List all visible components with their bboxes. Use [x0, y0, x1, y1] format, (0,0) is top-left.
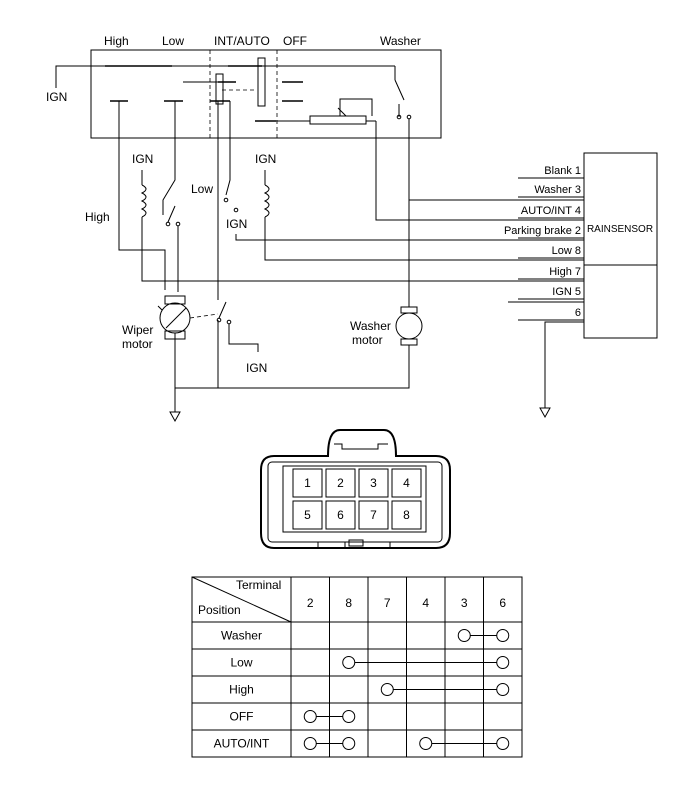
continuity-node	[496, 656, 510, 669]
table-header-position: Position	[198, 603, 241, 617]
table-position-label: Washer	[221, 629, 262, 643]
rain-sensor-title: RAINSENSOR	[587, 224, 653, 235]
table-terminal-header: 7	[384, 596, 391, 610]
washer-motor-body	[395, 312, 423, 340]
connector-pin-number: 6	[337, 508, 344, 522]
connector-pin-cell	[391, 500, 422, 530]
connector-pin-number: 5	[304, 508, 311, 522]
continuity-node	[496, 737, 510, 750]
rain-sensor-pin-label: High 7	[549, 266, 581, 278]
connector-pin-cell	[325, 468, 356, 498]
connector-pin-number: 1	[304, 476, 311, 490]
wiper-motor: Wiper motor	[122, 295, 219, 351]
table-position-label: High	[229, 683, 254, 697]
continuity-node	[303, 710, 317, 723]
connector-pin-number: 2	[337, 476, 344, 490]
relay2-ign-label: IGN	[255, 152, 276, 166]
connector-pin-number: 8	[403, 508, 410, 522]
table-header-terminal: Terminal	[236, 578, 281, 592]
table-terminal-header: 4	[422, 596, 429, 610]
switch-label-high: High	[104, 34, 129, 48]
connector-pin-grid: 1 2 3 4 5 6 7 8	[292, 468, 422, 530]
continuity-node	[342, 710, 356, 723]
connector-pin-cell	[325, 500, 356, 530]
table-terminal-header: 6	[499, 596, 506, 610]
relay-ign-bottom-label: IGN	[246, 361, 267, 375]
continuity-node	[496, 683, 510, 696]
rain-sensor-pin-label: Washer 3	[534, 184, 581, 196]
table-position-label: AUTO/INT	[214, 737, 270, 751]
relay1-high-label: High	[85, 210, 110, 224]
table-position-label: Low	[230, 656, 252, 670]
continuity-node	[380, 683, 394, 696]
continuity-node	[457, 629, 471, 642]
connector-pin-number: 3	[370, 476, 377, 490]
washer-motor: Washer motor	[350, 306, 423, 347]
washer-motor-label-line1: Washer	[350, 319, 391, 333]
switch-label-washer: Washer	[380, 34, 421, 48]
table-terminal-header: 8	[345, 596, 352, 610]
washer-motor-label-line2: motor	[352, 333, 383, 347]
rain-sensor-pin-label: Parking brake 2	[504, 225, 581, 237]
multifunction-switch: High Low INT/AUTO OFF Washer IGN	[46, 34, 442, 139]
rain-sensor-pin-label: AUTO/INT 4	[521, 205, 581, 217]
connector-pin-number: 4	[403, 476, 410, 490]
connector-pin-cell	[358, 468, 389, 498]
wiper-motor-label-line2: motor	[122, 337, 153, 351]
continuity-node	[496, 629, 510, 642]
rain-sensor-pin-label: Low 8	[552, 245, 581, 257]
continuity-node	[419, 737, 433, 750]
connector: 1 2 3 4 5 6 7 8	[260, 429, 451, 549]
relay-ign-mid-label: IGN	[226, 217, 247, 231]
wiring: IGN High IGN Low IGN IGN	[85, 101, 584, 423]
continuity-node	[342, 656, 356, 669]
rain-sensor-pin-label: IGN 5	[552, 286, 581, 298]
switch-housing	[90, 49, 442, 139]
table-terminal-header: 3	[461, 596, 468, 610]
rain-sensor-box	[583, 152, 658, 339]
rain-sensor-pin-label: Blank 1	[544, 165, 581, 177]
switch-label-int-auto: INT/AUTO	[214, 34, 270, 48]
wiper-motor-label-line1: Wiper	[122, 323, 153, 337]
rain-sensor-pins: Blank 1 Washer 3 AUTO/INT 4 Parking brake 2…	[504, 165, 584, 321]
connector-pin-cell	[358, 500, 389, 530]
switch-label-ign: IGN	[46, 90, 67, 104]
connector-outline	[260, 429, 451, 549]
table-header-diagonal	[191, 576, 292, 623]
relay-low-label: Low	[191, 182, 213, 196]
connector-pin-cell	[292, 468, 323, 498]
rain-sensor: RAINSENSOR Blank 1 Washer 3 AUTO/INT 4 Park…	[504, 152, 658, 339]
switch-label-low: Low	[162, 34, 184, 48]
connector-pin-cell	[391, 468, 422, 498]
wiper-motor-body	[159, 302, 191, 334]
rain-sensor-pin-label: 6	[575, 307, 581, 319]
switch-label-off: OFF	[283, 34, 307, 48]
terminal-position-table: Terminal Position 2 8 7 4 3 6WasherLowHighOFF…	[191, 576, 523, 758]
continuity-node	[342, 737, 356, 750]
table-terminal-header: 2	[307, 596, 314, 610]
connector-pin-cell	[292, 500, 323, 530]
connector-pin-number: 7	[370, 508, 377, 522]
relay1-ign-label: IGN	[132, 152, 153, 166]
continuity-node	[303, 737, 317, 750]
table-position-label: OFF	[230, 710, 254, 724]
